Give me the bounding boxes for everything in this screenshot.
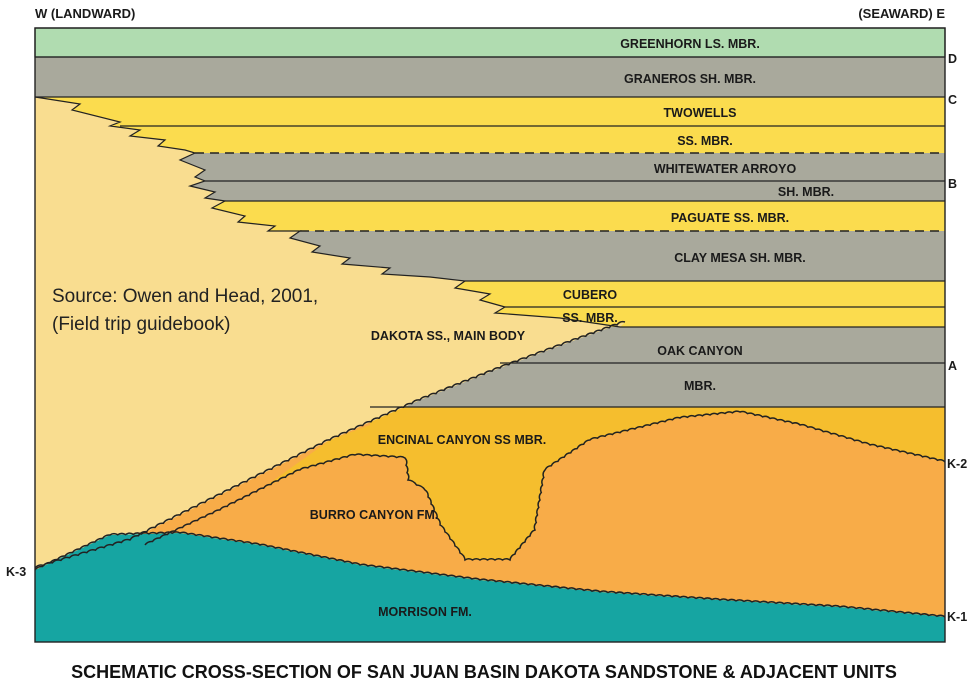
dakota-main-body-label: DAKOTA SS., MAIN BODY bbox=[371, 329, 526, 343]
dakota-main-body-fill bbox=[35, 97, 625, 568]
whitewater-mbr-label: SH. MBR. bbox=[778, 185, 834, 199]
marker-a: A bbox=[948, 359, 957, 373]
twowells-mbr-label: SS. MBR. bbox=[677, 134, 733, 148]
cubero-mbr-label: SS. MBR. bbox=[562, 311, 618, 325]
morrison-label: MORRISON FM. bbox=[378, 605, 472, 619]
whitewater-label: WHITEWATER ARROYO bbox=[654, 162, 797, 176]
oak-canyon-mbr-label: MBR. bbox=[684, 379, 716, 393]
clay-mesa-label: CLAY MESA SH. MBR. bbox=[674, 251, 806, 265]
bed-boundaries bbox=[35, 56, 945, 408]
k1-unconformity bbox=[34, 531, 946, 618]
west-landward-label: W (LANDWARD) bbox=[35, 6, 135, 21]
marker-k2: K-2 bbox=[947, 457, 967, 471]
source-citation-note: (Field trip guidebook) bbox=[52, 314, 230, 335]
encinal-canyon-label: ENCINAL CANYON SS MBR. bbox=[378, 433, 547, 447]
greenhorn-band bbox=[34, 27, 946, 58]
marker-b: B bbox=[948, 177, 957, 191]
marker-c: C bbox=[948, 93, 957, 107]
paguate-label: PAGUATE SS. MBR. bbox=[671, 211, 789, 225]
marker-k1: K-1 bbox=[947, 610, 967, 624]
morrison-fill bbox=[35, 533, 945, 642]
burro-canyon-label: BURRO CANYON FM. bbox=[310, 508, 438, 522]
intertonguing-boundary bbox=[34, 96, 621, 328]
greenhorn-label: GREENHORN LS. MBR. bbox=[620, 37, 760, 51]
twowells-label: TWOWELLS bbox=[664, 106, 737, 120]
k3-unconformity bbox=[34, 320, 626, 569]
figure-title: SCHEMATIC CROSS-SECTION OF SAN JUAN BASI… bbox=[71, 662, 897, 682]
section-frame bbox=[34, 27, 946, 643]
twowells-ss-fill bbox=[35, 97, 945, 153]
marker-d: D bbox=[948, 52, 957, 66]
east-seaward-label: (SEAWARD) E bbox=[858, 6, 945, 21]
marker-k3: K-3 bbox=[6, 565, 26, 579]
encinal-canyon-fill bbox=[260, 407, 945, 560]
oak-canyon-label: OAK CANYON bbox=[657, 344, 742, 358]
graneros-label: GRANEROS SH. MBR. bbox=[624, 72, 756, 86]
k2-unconformity bbox=[144, 410, 946, 562]
cubero-label: CUBERO bbox=[563, 288, 617, 302]
source-citation: Source: Owen and Head, 2001, bbox=[52, 286, 318, 307]
